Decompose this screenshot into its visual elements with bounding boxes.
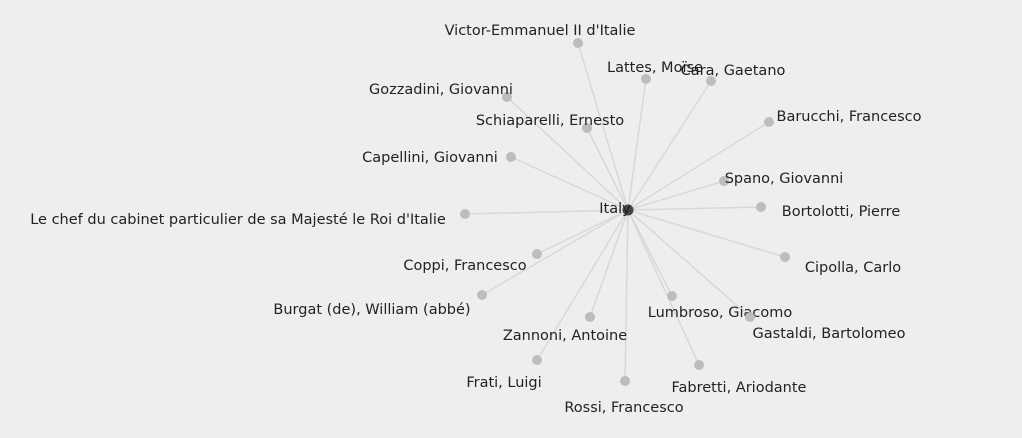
edge-zannoni [589, 209, 629, 318]
node-dot[interactable] [694, 360, 704, 370]
node-label: Frati, Luigi [466, 375, 541, 391]
node-label: Bortolotti, Pierre [782, 204, 901, 220]
edge-cipolla [627, 209, 786, 258]
node-gastaldi[interactable]: Gastaldi, Bartolomeo [745, 312, 906, 342]
node-dot[interactable] [719, 176, 729, 186]
edge-rossi [624, 209, 629, 382]
edge-lattes [627, 78, 647, 211]
node-italy[interactable]: Italy [599, 201, 634, 217]
node-label: Fabretti, Ariodante [672, 380, 807, 396]
edge-gastaldi [627, 209, 751, 318]
node-dot[interactable] [477, 290, 487, 300]
node-dot[interactable] [532, 355, 542, 365]
node-victor-emmanuel[interactable]: Victor-Emmanuel II d'Italie [445, 23, 636, 48]
node-label: Gozzadini, Giovanni [369, 82, 513, 98]
node-capellini[interactable]: Capellini, Giovanni [362, 150, 516, 166]
node-rossi[interactable]: Rossi, Francesco [564, 376, 684, 416]
node-dot[interactable] [706, 76, 716, 86]
node-dot[interactable] [641, 74, 651, 84]
node-chef-cabinet[interactable]: Le chef du cabinet particulier de sa Maj… [30, 209, 470, 228]
node-label: Lattes, Moïse [607, 60, 703, 76]
node-bortolotti[interactable]: Bortolotti, Pierre [756, 202, 900, 220]
node-label: Spano, Giovanni [725, 171, 844, 187]
node-schiaparelli[interactable]: Schiaparelli, Ernesto [476, 113, 624, 133]
node-dot[interactable] [532, 249, 542, 259]
node-frati[interactable]: Frati, Luigi [466, 355, 542, 391]
node-dot[interactable] [620, 376, 630, 386]
node-coppi[interactable]: Coppi, Francesco [403, 249, 542, 274]
node-lumbroso[interactable]: Lumbroso, Giacomo [648, 291, 793, 321]
node-label: Burgat (de), William (abbé) [273, 302, 470, 318]
node-dot[interactable] [745, 312, 755, 322]
node-fabretti[interactable]: Fabretti, Ariodante [672, 360, 807, 396]
edge-capellini [510, 156, 629, 211]
node-dot[interactable] [756, 202, 766, 212]
node-label: Capellini, Giovanni [362, 150, 498, 166]
node-burgat[interactable]: Burgat (de), William (abbé) [273, 290, 487, 318]
node-dot[interactable] [780, 252, 790, 262]
node-label: Barucchi, Francesco [777, 109, 922, 125]
node-dot[interactable] [764, 117, 774, 127]
node-label: Italy [599, 201, 631, 217]
node-dot[interactable] [502, 92, 512, 102]
node-spano[interactable]: Spano, Giovanni [719, 171, 843, 187]
node-cipolla[interactable]: Cipolla, Carlo [780, 252, 901, 276]
edge-burgat [481, 209, 629, 296]
edge-victor-emmanuel [577, 42, 629, 211]
edge-gozzadini [506, 96, 629, 211]
node-lattes[interactable]: Lattes, Moïse [607, 60, 703, 84]
node-label: Victor-Emmanuel II d'Italie [445, 23, 636, 39]
node-zannoni[interactable]: Zannoni, Antoine [503, 312, 627, 344]
node-dot[interactable] [573, 38, 583, 48]
node-label: Schiaparelli, Ernesto [476, 113, 624, 129]
node-dot[interactable] [460, 209, 470, 219]
node-label: Le chef du cabinet particulier de sa Maj… [30, 212, 446, 228]
edge-spano [627, 180, 725, 211]
edge-frati [536, 209, 629, 361]
edge-chef-cabinet [464, 209, 629, 215]
edge-coppi [536, 209, 629, 255]
node-label: Cipolla, Carlo [805, 260, 901, 276]
node-dot[interactable] [582, 123, 592, 133]
edge-fabretti [627, 209, 700, 366]
node-dot[interactable] [667, 291, 677, 301]
node-gozzadini[interactable]: Gozzadini, Giovanni [369, 82, 513, 102]
node-dot[interactable] [585, 312, 595, 322]
node-barucchi[interactable]: Barucchi, Francesco [764, 109, 922, 127]
edge-bortolotti [627, 206, 762, 211]
node-dot[interactable] [622, 204, 634, 216]
edge-barucchi [627, 121, 770, 211]
node-label: Gastaldi, Bartolomeo [753, 326, 906, 342]
node-cara[interactable]: Cara, Gaetano [681, 63, 786, 86]
edges-layer [464, 42, 786, 382]
node-label: Zannoni, Antoine [503, 328, 627, 344]
edge-schiaparelli [586, 127, 629, 211]
node-label: Rossi, Francesco [564, 400, 683, 416]
node-label: Lumbroso, Giacomo [648, 305, 793, 321]
edge-cara [627, 80, 712, 211]
node-label: Coppi, Francesco [403, 258, 526, 274]
node-label: Cara, Gaetano [681, 63, 786, 79]
node-dot[interactable] [506, 152, 516, 162]
